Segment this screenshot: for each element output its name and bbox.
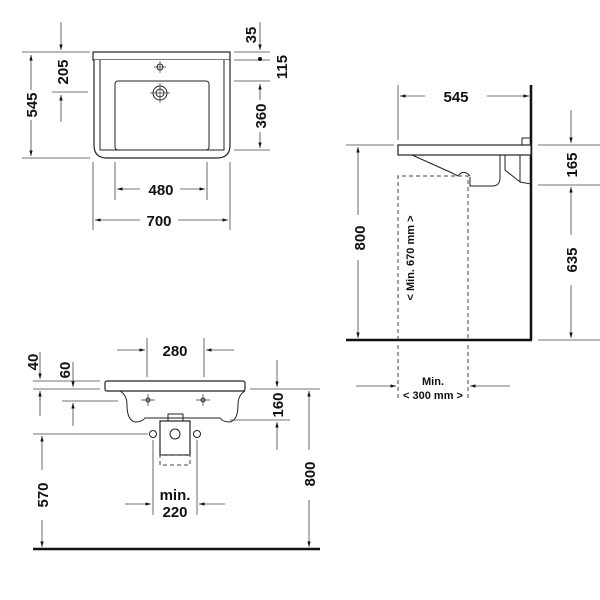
drain-icon <box>150 83 170 103</box>
dim-overflow-offset: 115 <box>274 55 291 79</box>
dim-rim-front: 40 <box>25 354 42 371</box>
dim-mount-height-front: 800 <box>302 461 319 486</box>
top-view: 545 205 35 115 360 480 700 <box>22 22 291 230</box>
dim-bowl-height-side: 165 <box>564 152 581 177</box>
dim-mount-height-side: 800 <box>352 225 369 250</box>
clearance-box <box>397 175 469 340</box>
sink-rim-front <box>104 380 246 392</box>
dim-overall-width: 700 <box>146 213 171 230</box>
sink-rim-side <box>397 144 532 156</box>
dim-min-clearance-width-label: Min. <box>422 376 444 388</box>
dim-overall-depth-top: 545 <box>24 92 41 117</box>
tap-hole-right-icon <box>196 394 210 406</box>
dim-bowl-depth-top: 360 <box>253 103 270 128</box>
tap-hole-icon <box>154 61 166 73</box>
sink-outline-top <box>93 60 231 159</box>
dim-min-clearance-height: < Min. 670 mm > <box>405 216 417 301</box>
side-view: < Min. 670 mm > 545 800 165 635 Min. < 3… <box>346 85 600 402</box>
bowl-top <box>114 80 210 151</box>
front-view: 280 40 60 160 800 570 min. 220 <box>25 338 320 551</box>
dim-supply-spacing: 220 <box>162 504 187 521</box>
dim-supply-spacing-label: min. <box>160 487 191 504</box>
dim-min-clearance-width: < 300 mm > <box>403 390 463 402</box>
dim-trap-height: 635 <box>564 247 581 272</box>
dim-supply-height: 570 <box>35 482 52 507</box>
drain-outlet-icon <box>169 428 181 440</box>
supply-right-icon <box>193 430 201 438</box>
dim-tap-offset: 60 <box>57 362 74 379</box>
tap-hole-left-icon <box>141 394 155 406</box>
dim-bowl-width: 480 <box>148 182 173 199</box>
dim-tap-spacing: 280 <box>162 343 187 360</box>
dim-rim-thickness: 35 <box>243 27 260 44</box>
dim-tap-hole-offset: 205 <box>55 59 72 84</box>
sink-rim-top <box>92 51 231 61</box>
trap-box <box>159 420 191 456</box>
dim-depth-side: 545 <box>443 89 468 106</box>
dim-bowl-height-front: 160 <box>270 392 287 417</box>
supply-left-icon <box>149 430 157 438</box>
